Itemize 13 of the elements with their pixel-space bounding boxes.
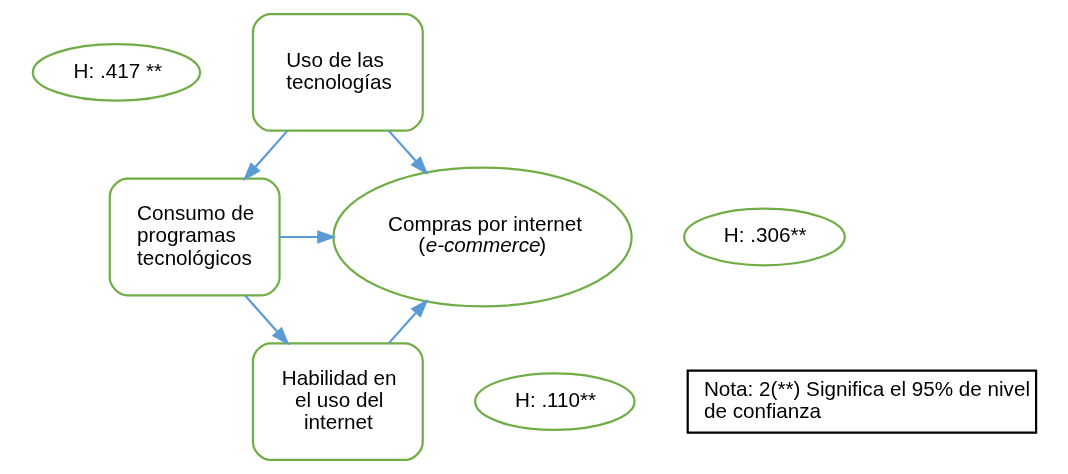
node-box: Uso de las tecnologías: [251, 13, 424, 132]
node-ellipse: H: .306**: [682, 207, 846, 267]
arrow: [279, 230, 336, 244]
node-box: Habilidad en el uso del internet: [251, 342, 424, 461]
arrow: [387, 130, 428, 175]
node-ellipse: H: .110**: [473, 372, 636, 431]
node-ellipse: H: .417 **: [31, 43, 201, 102]
arrow: [387, 298, 428, 344]
node-box: Nota: 2(**) Significa el 95% de nivel de confianza: [686, 369, 1037, 434]
arrow: [242, 130, 288, 181]
node-ellipse: Compras por internet (e-commerce): [331, 166, 633, 308]
node-box: Consumo de programas tecnológicos: [108, 177, 281, 297]
arrow: [243, 294, 290, 346]
